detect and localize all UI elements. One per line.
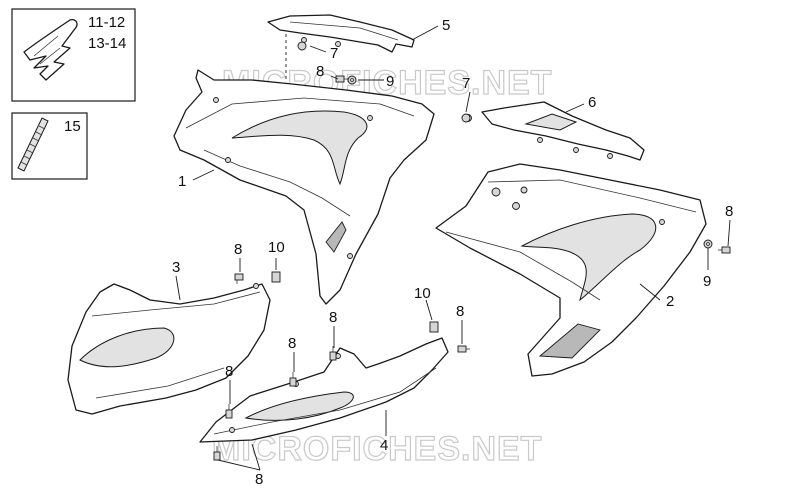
callout-10-right: 10 bbox=[414, 285, 431, 302]
nut-icon bbox=[461, 113, 471, 123]
callout-8-right-lower: 8 bbox=[456, 303, 464, 320]
callout-8-pan-mid: 8 bbox=[288, 335, 296, 352]
screw-icon bbox=[225, 404, 233, 419]
inset-decal-label-1: 11-12 bbox=[88, 14, 125, 31]
part-3-front-lower-fairing[interactable] bbox=[67, 283, 271, 415]
inset-decal-label-2: 13-14 bbox=[88, 35, 126, 52]
screw-icon bbox=[213, 446, 221, 461]
screw-icon bbox=[457, 345, 470, 353]
callout-6: 6 bbox=[588, 94, 596, 111]
callout-5: 5 bbox=[442, 17, 450, 34]
leader-lines bbox=[175, 25, 731, 471]
inset-decal-box[interactable]: 11-12 13-14 bbox=[11, 8, 136, 102]
clip-icon bbox=[429, 321, 439, 333]
part-2-side-fairing[interactable] bbox=[435, 163, 707, 377]
inset-strip-box[interactable]: 15 bbox=[11, 112, 88, 180]
screw-icon bbox=[234, 273, 244, 284]
washer-icon bbox=[347, 75, 357, 85]
callout-9-right: 9 bbox=[703, 273, 711, 290]
part-6-side-bracket[interactable] bbox=[464, 101, 645, 161]
callout-9-top: 9 bbox=[386, 73, 394, 90]
callout-15: 15 bbox=[64, 118, 81, 135]
callout-8-pan-upper: 8 bbox=[329, 309, 337, 326]
callout-2: 2 bbox=[666, 293, 674, 310]
callout-8-mid-left: 8 bbox=[234, 241, 242, 258]
callout-4: 4 bbox=[380, 437, 388, 454]
callout-7-top: 7 bbox=[330, 45, 338, 62]
callout-8-top: 8 bbox=[316, 63, 324, 80]
nut-icon bbox=[297, 41, 307, 51]
screw-icon bbox=[289, 372, 297, 387]
callout-8-pan-left: 8 bbox=[225, 363, 233, 380]
callout-labels: 1 2 3 4 5 6 7 7 8 8 8 8 8 8 8 8 9 9 10 1… bbox=[172, 17, 733, 488]
screw-icon bbox=[718, 246, 731, 254]
part-1-upper-fairing[interactable] bbox=[173, 69, 435, 305]
callout-1: 1 bbox=[178, 173, 186, 190]
fasteners bbox=[213, 41, 731, 461]
screw-icon bbox=[329, 346, 337, 361]
callout-10-left: 10 bbox=[268, 239, 285, 256]
callout-8-right: 8 bbox=[725, 203, 733, 220]
callout-7-right: 7 bbox=[462, 75, 470, 92]
callout-8-bottom: 8 bbox=[255, 471, 263, 488]
washer-icon bbox=[703, 239, 713, 249]
callout-3: 3 bbox=[172, 259, 180, 276]
clip-icon bbox=[271, 271, 281, 283]
part-4-belly-pan[interactable] bbox=[199, 337, 449, 443]
screw-icon bbox=[335, 75, 348, 83]
part-5-top-bracket[interactable] bbox=[267, 14, 415, 82]
